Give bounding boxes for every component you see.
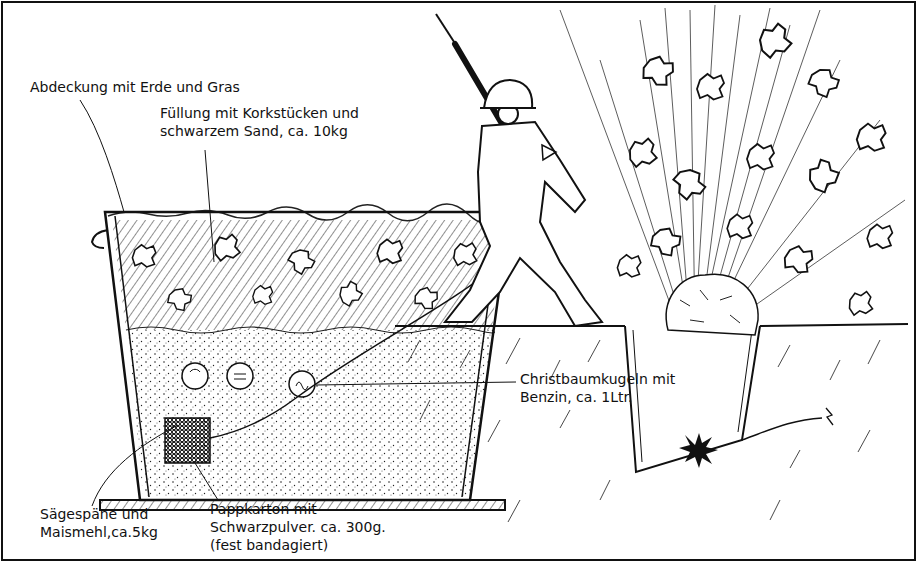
ornament-mark <box>190 369 200 372</box>
ornament <box>227 363 253 389</box>
cork-piece <box>640 53 676 88</box>
cork-layer <box>112 220 503 330</box>
leader-line <box>80 100 124 212</box>
cork-piece <box>867 224 892 248</box>
cork-piece <box>285 245 317 277</box>
container-wall <box>105 212 510 500</box>
cork-piece <box>452 241 479 267</box>
sawdust-fill <box>128 330 492 497</box>
cork-piece <box>210 232 242 263</box>
ornament-mark <box>234 374 246 379</box>
cork-piece <box>697 74 724 100</box>
cork-piece <box>747 144 774 170</box>
cork-mass-texture <box>680 290 740 323</box>
insignia <box>542 145 556 160</box>
leader-lines <box>80 100 516 506</box>
cork-mass <box>666 274 758 335</box>
ignition-wire <box>742 418 822 440</box>
part-label: Füllung mit Korkstücken und schwarzem Sa… <box>160 104 392 140</box>
cork-piece <box>803 156 842 196</box>
cork-piece <box>132 245 155 267</box>
cork-piece <box>782 243 815 275</box>
cork-piece <box>377 239 402 263</box>
crater-inner-wall <box>633 330 752 462</box>
helmet-brim <box>480 107 536 109</box>
cork-piece <box>412 285 439 312</box>
cork-piece <box>846 290 874 317</box>
leader-line <box>195 463 218 500</box>
part-label: Abdeckung mit Erde und Gras <box>30 78 330 96</box>
soldier-body <box>445 122 602 326</box>
ignition-flash <box>679 433 718 468</box>
powder-box <box>165 418 210 463</box>
earth-cover <box>108 204 498 223</box>
cork-piece <box>617 255 640 277</box>
part-label: Christbaumkugeln mit Benzin, ca. 1Ltr. <box>520 370 692 406</box>
cork-piece <box>625 136 659 169</box>
cork-piece <box>754 21 795 61</box>
soil-stroke <box>408 338 880 522</box>
ground-line <box>395 324 908 326</box>
crater-wall <box>625 326 760 472</box>
cork-piece <box>335 279 365 309</box>
cork-piece <box>165 285 194 313</box>
layer-boundary <box>126 327 494 333</box>
container-inner-wall <box>115 216 500 497</box>
helmet <box>484 80 532 108</box>
ground-hatching <box>408 338 880 522</box>
ornament <box>182 363 208 389</box>
cork-piece <box>253 286 273 305</box>
lightning-symbol <box>826 408 833 425</box>
cork-piece <box>727 214 752 238</box>
flying-cork <box>617 21 892 317</box>
leader-line <box>205 150 214 262</box>
part-label: Sägespäne und Maismehl,ca.5kg <box>40 505 165 541</box>
cork-piece <box>857 124 886 151</box>
leader-line <box>92 425 178 506</box>
cork-piece <box>648 223 684 259</box>
cork-piece <box>805 63 842 100</box>
handle <box>92 230 108 248</box>
cork-piece <box>670 164 708 203</box>
ornament-mark <box>296 382 308 390</box>
leader-line <box>316 382 516 385</box>
part-label: Pappkarton mit Schwarzpulver. ca. 300g. … <box>210 500 410 554</box>
cork-pieces <box>132 232 478 313</box>
